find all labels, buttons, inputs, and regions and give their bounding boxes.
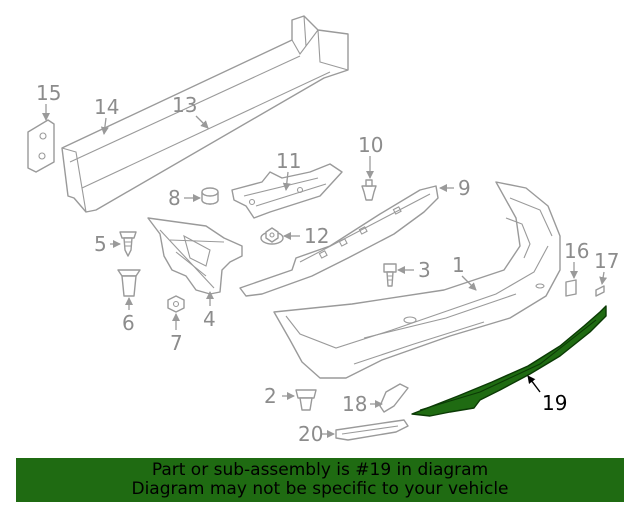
callout-9: 9 bbox=[458, 176, 471, 200]
leader-lines bbox=[42, 104, 608, 438]
callout-4: 4 bbox=[203, 307, 216, 331]
callout-6: 6 bbox=[122, 311, 135, 335]
callout-10: 10 bbox=[358, 133, 383, 157]
part-18-reflector-bracket[interactable] bbox=[379, 383, 409, 413]
part-16-cap[interactable] bbox=[565, 279, 577, 297]
part-8-bump-stop[interactable] bbox=[201, 187, 219, 205]
part-11-side-bracket[interactable] bbox=[231, 163, 343, 219]
part-4-side-support[interactable] bbox=[147, 217, 243, 295]
callout-5: 5 bbox=[94, 232, 107, 256]
callout-3: 3 bbox=[418, 258, 431, 282]
callout-labels: 15 14 13 8 11 10 9 5 12 3 1 16 17 6 4 7 … bbox=[36, 81, 619, 446]
callout-18: 18 bbox=[342, 392, 367, 416]
callout-15: 15 bbox=[36, 81, 61, 105]
part-1-bumper-cover[interactable] bbox=[273, 181, 561, 379]
part-19-diffuser-trim-highlighted[interactable] bbox=[411, 305, 607, 417]
callout-7: 7 bbox=[170, 331, 183, 355]
callout-20: 20 bbox=[298, 422, 323, 446]
part-5-screw[interactable] bbox=[119, 231, 137, 257]
notice-line-1: Part or sub-assembly is #19 in diagram bbox=[151, 460, 489, 480]
callout-12: 12 bbox=[304, 224, 329, 248]
callout-19: 19 bbox=[542, 391, 567, 415]
callout-17: 17 bbox=[594, 249, 619, 273]
part-2-clip[interactable] bbox=[295, 389, 317, 411]
part-6-push-clip[interactable] bbox=[117, 269, 141, 297]
callout-1: 1 bbox=[452, 253, 465, 277]
callout-14: 14 bbox=[94, 95, 119, 119]
notice-banner: Part or sub-assembly is #19 in diagram D… bbox=[16, 458, 624, 502]
callout-8: 8 bbox=[168, 186, 181, 210]
part-10-clip[interactable] bbox=[361, 179, 377, 201]
part-12-flange-nut[interactable] bbox=[260, 227, 284, 245]
part-13-impact-beam[interactable] bbox=[61, 15, 349, 213]
notice-line-2: Diagram may not be specific to your vehi… bbox=[131, 479, 509, 499]
callout-13: 13 bbox=[172, 93, 197, 117]
callout-16: 16 bbox=[564, 239, 589, 263]
callout-2: 2 bbox=[264, 384, 277, 408]
part-17-clip[interactable] bbox=[595, 285, 605, 297]
part-15-bracket-plate[interactable] bbox=[27, 119, 55, 173]
part-3-bolt[interactable] bbox=[383, 263, 397, 287]
callout-11: 11 bbox=[276, 149, 301, 173]
part-7-nut[interactable] bbox=[167, 295, 185, 313]
part-9-mounting-rail[interactable] bbox=[239, 185, 439, 297]
part-20-trim-strip[interactable] bbox=[335, 419, 409, 441]
